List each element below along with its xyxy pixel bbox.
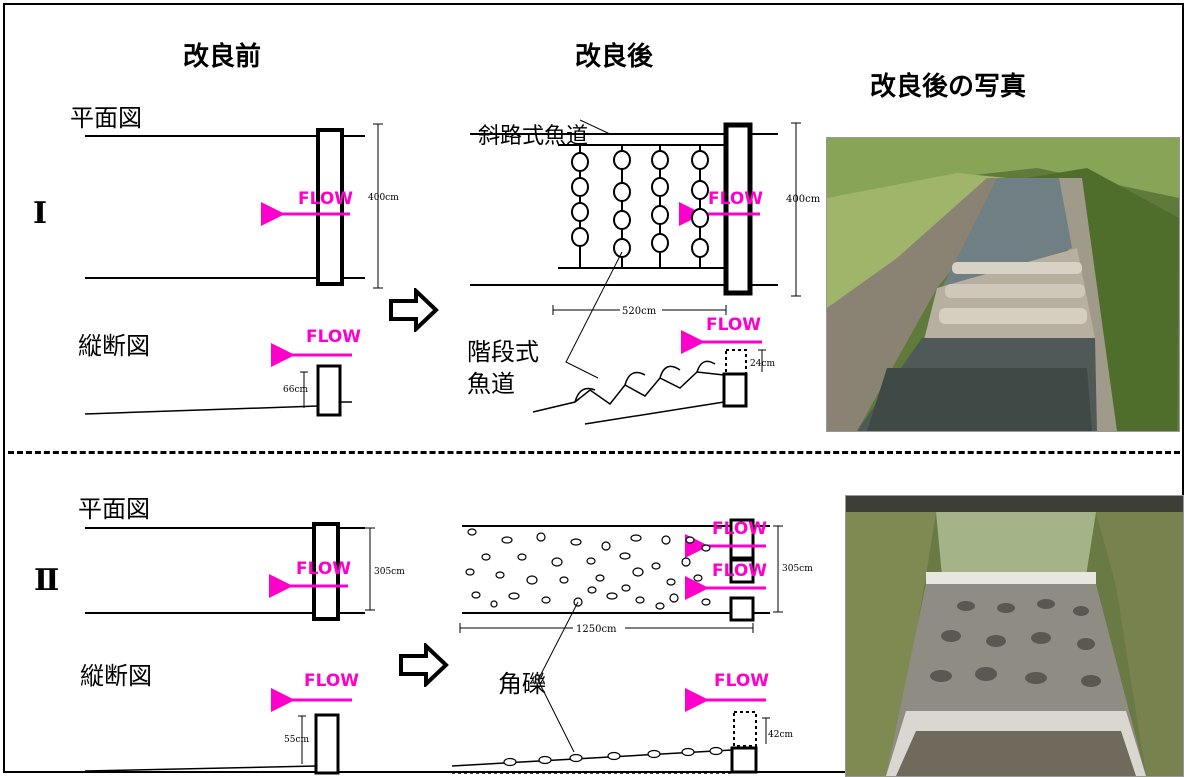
figure-frame xyxy=(3,3,1184,773)
header-photo: 改良後の写真 xyxy=(870,72,1027,102)
row2-after-length-dim: 1250cm xyxy=(576,624,617,635)
flow-label: FLOW xyxy=(304,671,359,691)
transition-arrow-icon xyxy=(399,643,449,687)
transition-arrow-icon xyxy=(389,288,439,332)
flow-label: FLOW xyxy=(306,327,361,347)
row2-after-plan: 305cm FLOW FLOW 1250cm xyxy=(459,518,813,753)
row1-after-width-dim: 400cm xyxy=(786,194,821,205)
row2-plan-label: 平面図 xyxy=(78,495,150,523)
row1-before-width-dim: 400cm xyxy=(368,193,399,203)
flow-label: FLOW xyxy=(296,559,351,579)
row2-before-width-dim: 305cm xyxy=(374,567,405,577)
header-after: 改良後 xyxy=(575,42,654,72)
row1-profile-label: 縦断図 xyxy=(78,332,150,360)
row-divider xyxy=(8,451,1180,454)
row1-plan-label: 平面図 xyxy=(70,104,142,132)
flow-label: FLOW xyxy=(298,189,353,209)
flow-label: FLOW xyxy=(706,315,761,335)
row1-after-profile: FLOW 24cm xyxy=(532,315,775,425)
row2-before-profile: FLOW 55cm xyxy=(84,671,359,775)
row2-after-width-dim: 305cm xyxy=(782,564,813,574)
row1-after-height-dim: 24cm xyxy=(750,359,775,369)
row1-before-plan: 400cm FLOW xyxy=(85,123,399,289)
row1-before-profile: FLOW 66cm xyxy=(84,327,361,417)
row2-after-profile: FLOW 42cm xyxy=(451,671,793,774)
row1-after-photo xyxy=(826,137,1180,432)
header-before: 改良前 xyxy=(183,42,262,72)
row2-after-photo xyxy=(845,495,1184,777)
flow-label: FLOW xyxy=(708,189,763,209)
row2-stone-label: 角礫 xyxy=(498,670,546,698)
row1-after-length-dim: 520cm xyxy=(622,306,657,317)
row1-step-label-1: 階段式 xyxy=(467,338,539,366)
flow-label: FLOW xyxy=(714,671,769,691)
row1-roman-numeral: Ⅰ xyxy=(33,196,48,231)
row2-before-plan: 305cm FLOW xyxy=(85,522,405,621)
row2-after-height-dim: 42cm xyxy=(768,730,793,740)
row2-before-height-dim: 55cm xyxy=(284,735,309,745)
row1-before-height-dim: 66cm xyxy=(283,385,308,395)
row1-after-plan: 400cm FLOW 520cm xyxy=(470,119,821,379)
row2-roman-numeral: Ⅱ xyxy=(34,563,60,598)
flow-label: FLOW xyxy=(712,519,767,539)
row1-step-label-2: 魚道 xyxy=(467,370,515,398)
flow-label: FLOW xyxy=(712,561,767,581)
row2-profile-label: 縦断図 xyxy=(80,662,152,690)
